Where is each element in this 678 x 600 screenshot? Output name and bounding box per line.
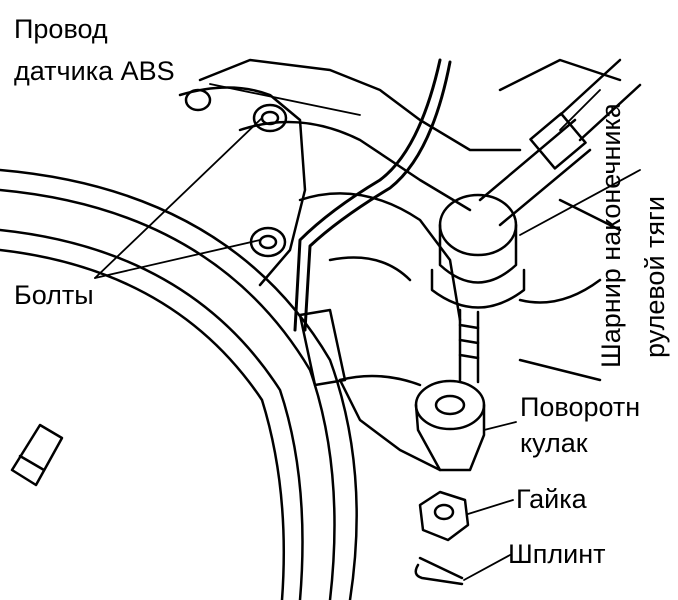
bolt-top [184, 88, 212, 112]
bolt-lower [249, 226, 287, 258]
label-cotter-pin: Шплинт [508, 539, 606, 569]
label-abs-wire-line1: Провод [14, 14, 108, 44]
steering-arm [338, 374, 486, 472]
label-nut: Гайка [516, 484, 587, 514]
label-tie-rod-end-line2: рулевой тяги [640, 196, 670, 358]
label-abs-wire-line2: датчика ABS [14, 56, 175, 86]
tie-rod [478, 58, 642, 227]
abs-wire [293, 58, 452, 387]
label-knuckle-line2: кулак [520, 428, 588, 458]
bolt-upper [252, 103, 288, 133]
wheel-stud [10, 423, 64, 487]
brake-disc [0, 168, 358, 600]
label-tie-rod-end-line1: Шарнир наконечника [596, 103, 626, 368]
castle-nut [418, 490, 470, 542]
label-knuckle-line1: Поворотн [520, 392, 641, 422]
tie-rod-end [430, 193, 526, 384]
cotter-pin [414, 556, 464, 586]
leader-lines [94, 83, 641, 581]
label-bolts: Болты [14, 280, 94, 310]
knuckle-body [178, 58, 622, 382]
